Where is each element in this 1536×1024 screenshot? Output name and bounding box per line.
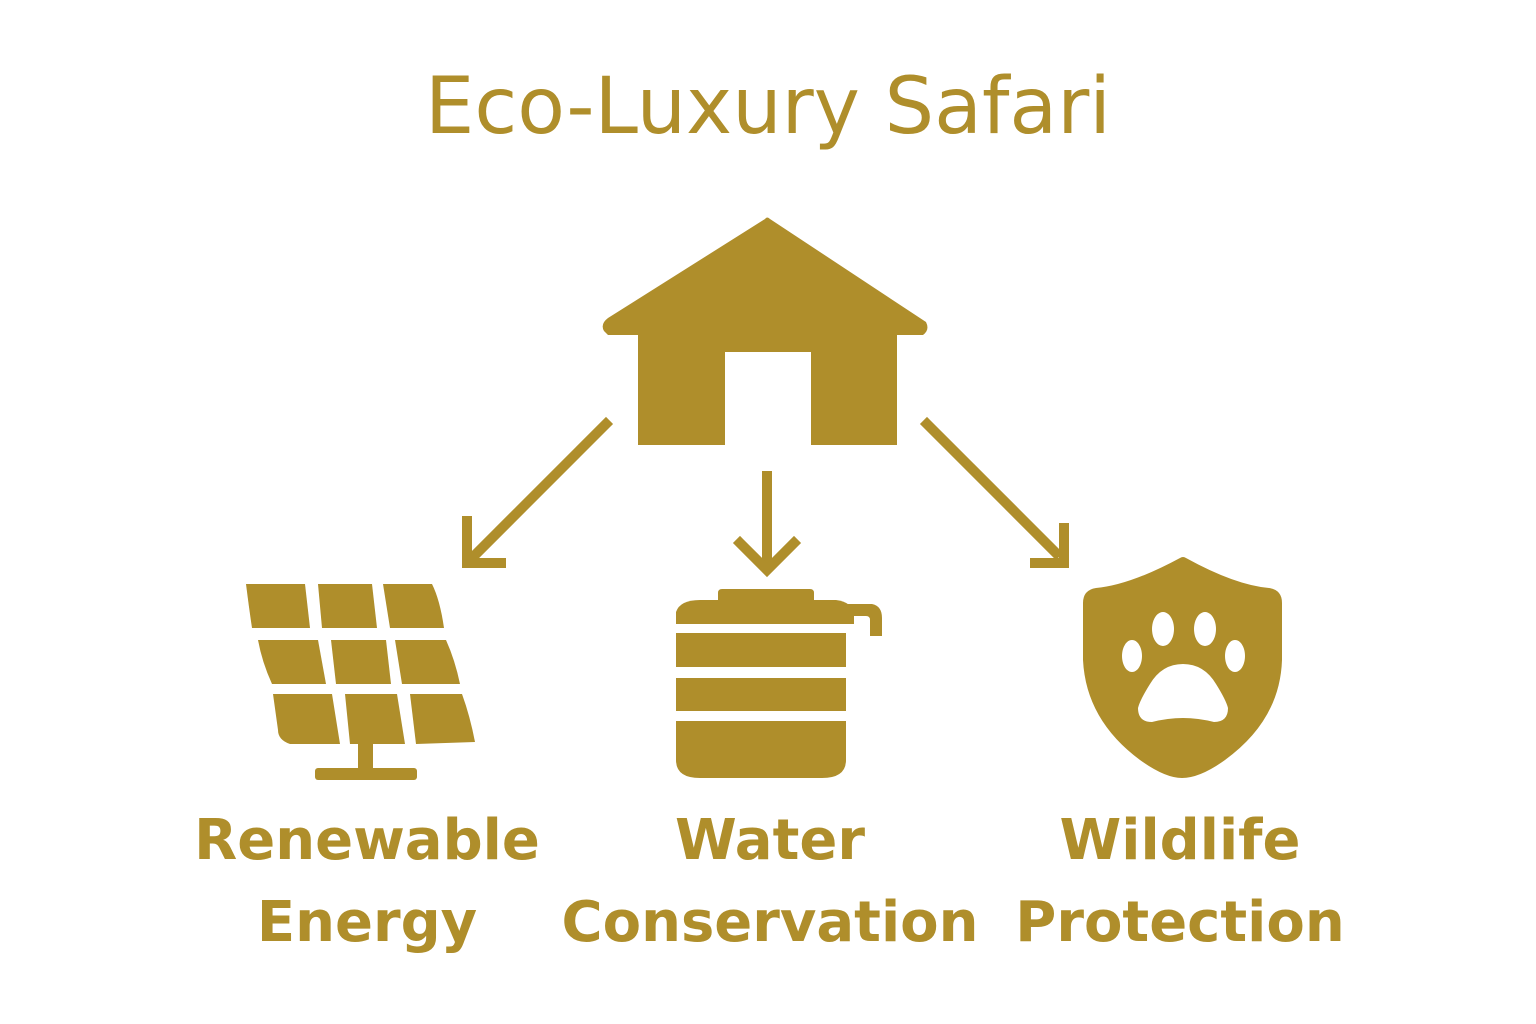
label-line-1: Wildlife <box>1059 808 1301 873</box>
label-renewable-energy: Renewable Energy <box>137 800 597 964</box>
house-icon <box>602 217 928 445</box>
arrow-to-water <box>732 471 802 578</box>
label-line-2: Energy <box>256 890 478 955</box>
label-line-2: Conservation <box>561 890 979 955</box>
arrow-to-wildlife <box>919 416 1069 568</box>
label-line-1: Renewable <box>194 808 540 873</box>
label-wildlife-protection: Wildlife Protection <box>950 800 1410 964</box>
label-water-conservation: Water Conservation <box>540 800 1000 964</box>
label-line-1: Water <box>675 808 865 873</box>
arrow-to-renewable <box>462 416 614 568</box>
water-tank-icon <box>676 589 882 778</box>
page-title: Eco-Luxury Safari <box>425 62 1111 152</box>
label-line-2: Protection <box>1015 890 1345 955</box>
solar-panel-icon <box>246 584 475 780</box>
paw-shield-icon <box>1083 557 1282 778</box>
